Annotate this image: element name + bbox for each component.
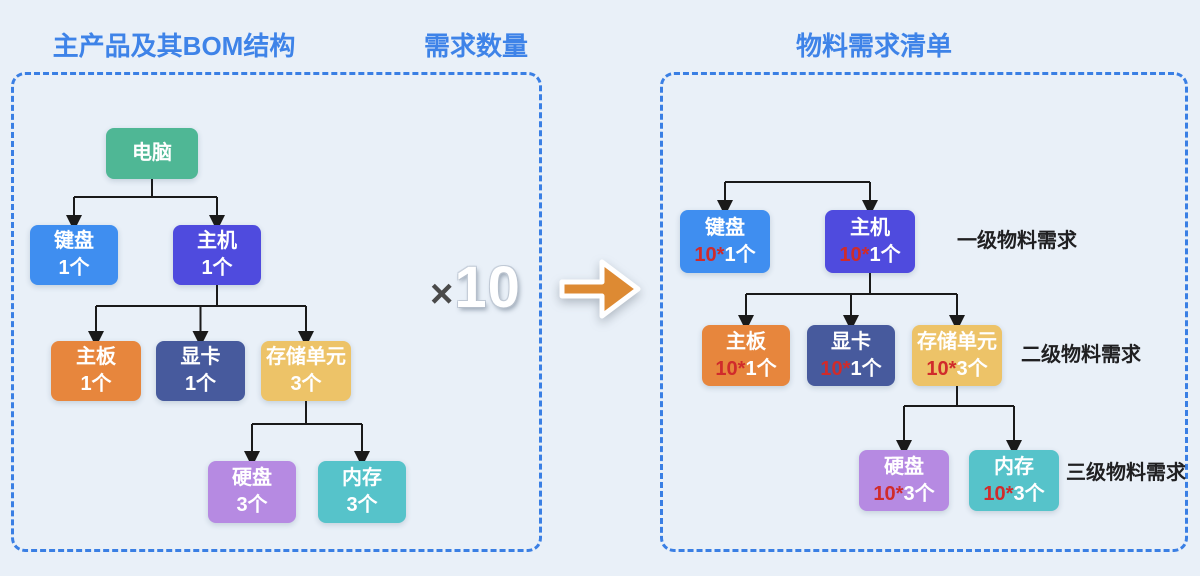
node-label: 硬盘 [232, 467, 272, 489]
bom-node-computer: 电脑 [106, 128, 198, 179]
bom-panel: 电脑 键盘 1个 主机 1个 主板 1个 显卡 1个 存储单元 3个 硬盘 3个… [11, 72, 542, 552]
node-label: 显卡 [180, 346, 221, 368]
node-label: 电脑 [132, 142, 172, 164]
qty-multiplier: 10* [694, 243, 725, 266]
node-qty: 1个 [80, 373, 112, 395]
qty-multiplier: 10* [715, 357, 746, 380]
mrp-level2-label: 二级物料需求 [1021, 344, 1141, 366]
bom-panel-title: 主产品及其BOM结构 [52, 31, 296, 61]
multiplier-badge: ×10 [430, 254, 521, 321]
mrp-level3-label: 三级物料需求 [1066, 462, 1186, 484]
mrp-panel: 键盘 10*1个 主机 10*1个 主板 10*1个 显卡 10*1个 存储单元… [660, 72, 1188, 552]
bom-node-hard-disk: 硬盘 3个 [208, 461, 296, 523]
transform-arrow-icon [559, 259, 641, 319]
node-qty: 10*3个 [983, 481, 1044, 508]
node-qty: 10*1个 [839, 242, 900, 269]
qty-unit: 3个 [903, 482, 935, 505]
node-label: 键盘 [54, 230, 94, 252]
qty-multiplier: 10* [983, 482, 1014, 505]
mrp-node-gpu: 显卡 10*1个 [807, 325, 895, 386]
bom-node-storage-unit: 存储单元 3个 [261, 341, 351, 401]
bom-node-host: 主机 1个 [173, 225, 261, 285]
qty-unit: 1个 [869, 243, 901, 266]
qty-unit: 1个 [745, 357, 777, 380]
mrp-node-hard-disk: 硬盘 10*3个 [859, 450, 949, 511]
qty-unit: 1个 [850, 357, 882, 380]
bom-node-memory: 内存 3个 [318, 461, 406, 523]
mrp-node-motherboard: 主板 10*1个 [702, 325, 790, 386]
demand-quantity-title: 需求数量 [423, 31, 529, 61]
multiplier-value: 10 [454, 255, 521, 320]
bom-node-keyboard: 键盘 1个 [30, 225, 118, 285]
qty-unit: 3个 [956, 357, 988, 380]
qty-multiplier: 10* [839, 243, 870, 266]
node-qty: 3个 [346, 494, 378, 516]
node-label: 键盘 [705, 216, 745, 239]
mrp-node-host: 主机 10*1个 [825, 210, 915, 273]
qty-multiplier: 10* [820, 357, 851, 380]
node-label: 主板 [76, 346, 116, 368]
node-label: 内存 [342, 467, 382, 489]
mrp-panel-title: 物料需求清单 [795, 31, 953, 61]
node-qty: 10*1个 [694, 242, 755, 269]
node-label: 主机 [850, 216, 890, 239]
mrp-node-storage-unit: 存储单元 10*3个 [912, 325, 1002, 386]
node-label: 存储单元 [266, 346, 346, 368]
node-label: 主板 [726, 330, 766, 353]
bom-node-motherboard: 主板 1个 [51, 341, 141, 401]
node-qty: 10*1个 [715, 356, 776, 383]
qty-multiplier: 10* [926, 357, 957, 380]
node-label: 硬盘 [884, 455, 924, 478]
node-label: 主机 [197, 230, 237, 252]
node-qty: 10*1个 [820, 356, 881, 383]
node-label: 存储单元 [917, 330, 997, 353]
node-qty: 3个 [236, 494, 268, 516]
times-icon: × [430, 272, 454, 316]
node-qty: 1个 [184, 373, 217, 395]
bom-node-gpu: 显卡 1个 [156, 341, 245, 401]
mrp-node-keyboard: 键盘 10*1个 [680, 210, 770, 273]
qty-unit: 1个 [724, 243, 756, 266]
node-label: 内存 [994, 455, 1034, 478]
mrp-node-memory: 内存 10*3个 [969, 450, 1059, 511]
qty-unit: 3个 [1013, 482, 1045, 505]
node-qty: 10*3个 [873, 481, 934, 508]
mrp-level1-label: 一级物料需求 [957, 230, 1077, 252]
node-qty: 1个 [201, 257, 233, 279]
qty-multiplier: 10* [873, 482, 904, 505]
node-qty: 1个 [58, 257, 90, 279]
node-label: 显卡 [831, 330, 871, 353]
node-qty: 10*3个 [926, 356, 987, 383]
node-qty: 3个 [290, 373, 322, 395]
